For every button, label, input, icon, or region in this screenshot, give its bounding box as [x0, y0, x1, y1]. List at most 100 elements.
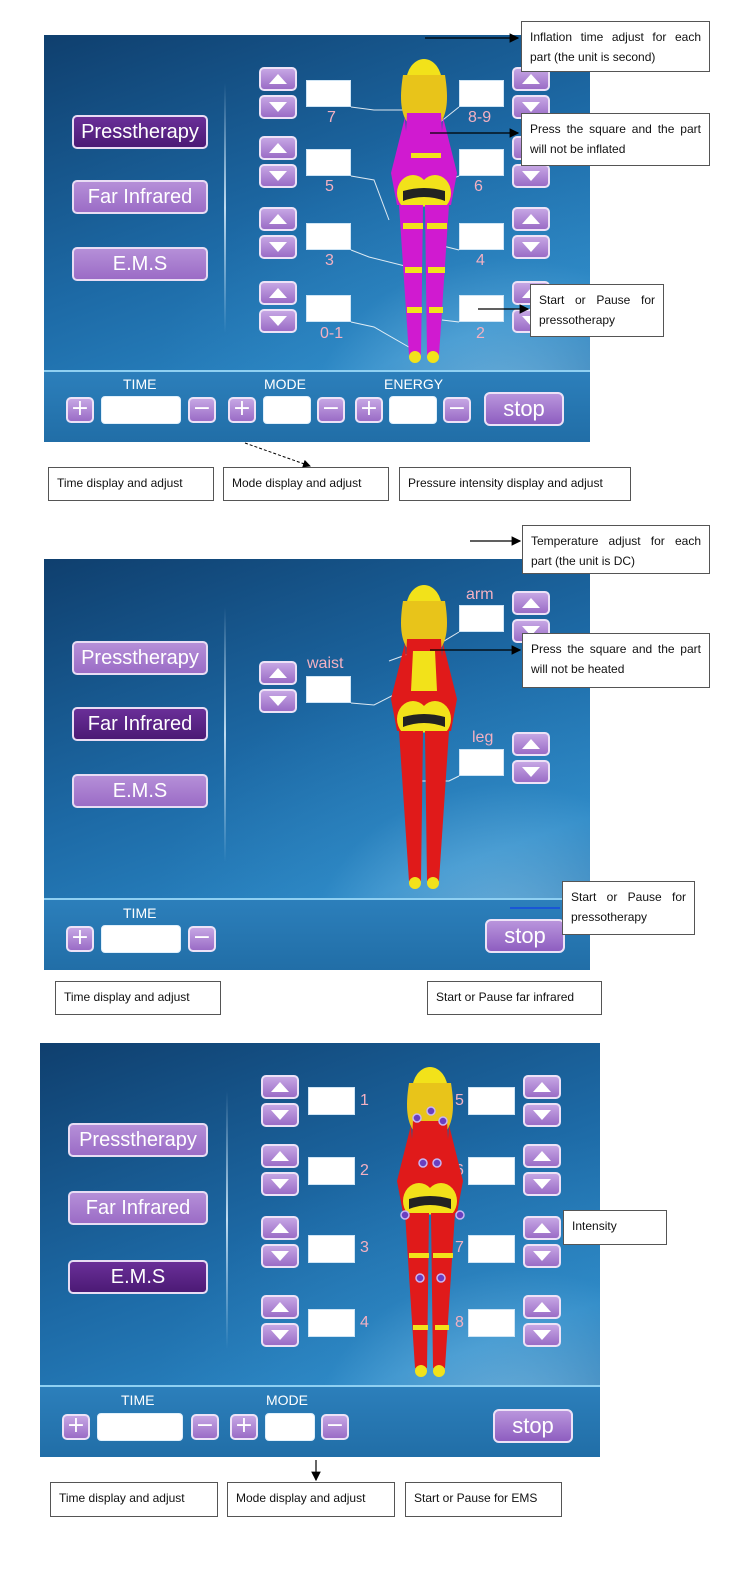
leg-box[interactable] — [459, 749, 504, 776]
time-plus-button[interactable]: + — [62, 1414, 90, 1440]
channel-4-down-button[interactable] — [261, 1323, 299, 1347]
zone-4-box[interactable] — [459, 223, 504, 250]
stop-button[interactable]: stop — [485, 919, 565, 953]
channel-2-up-button[interactable] — [261, 1144, 299, 1168]
zone-8-9-box[interactable] — [459, 80, 504, 107]
callout-start-pause-presso: Start or Pause for pressotherapy — [530, 284, 664, 337]
zone-3-down-button[interactable] — [259, 235, 297, 259]
zone-3-box[interactable] — [306, 223, 351, 250]
energy-display — [389, 396, 437, 424]
time-plus-button[interactable]: + — [66, 926, 94, 952]
energy-minus-button[interactable]: − — [443, 397, 471, 423]
zone-8-9-label: 8-9 — [468, 109, 492, 126]
channel-4-up-button[interactable] — [261, 1295, 299, 1319]
zone-5-box[interactable] — [306, 149, 351, 176]
zone-5-label: 5 — [325, 178, 334, 195]
channel-5-up-button[interactable] — [523, 1075, 561, 1099]
channel-2-box[interactable] — [308, 1157, 355, 1185]
zone-5-down-button[interactable] — [259, 164, 297, 188]
channel-1-label: 1 — [360, 1092, 369, 1109]
zone-0-1-label: 0-1 — [320, 325, 344, 342]
mode-plus-button[interactable]: + — [230, 1414, 258, 1440]
zone-7-label: 7 — [327, 109, 336, 126]
channel-7-down-button[interactable] — [523, 1244, 561, 1268]
zone-7-down-button[interactable] — [259, 95, 297, 119]
zone-0-1-down-button[interactable] — [259, 309, 297, 333]
channel-4-box[interactable] — [308, 1309, 355, 1337]
channel-1-down-button[interactable] — [261, 1103, 299, 1127]
menu-ems[interactable]: E.M.S — [72, 247, 208, 281]
zone-0-1-box[interactable] — [306, 295, 351, 322]
menu-ems[interactable]: E.M.S — [72, 774, 208, 808]
callout-start-pause-presso-2: Start or Pause for pressotherapy — [562, 881, 695, 935]
energy-plus-button[interactable]: + — [355, 397, 383, 423]
bottom-control-bar: TIME MODE ENERGY + − + − + − stop — [44, 370, 590, 442]
callout-ems: Start or Pause for EMS — [405, 1482, 562, 1517]
leg-down-button[interactable] — [512, 760, 550, 784]
callout-time-display-3: Time display and adjust — [50, 1482, 218, 1517]
arm-label: arm — [466, 586, 494, 603]
waist-label: waist — [307, 655, 344, 672]
mode-plus-button[interactable]: + — [228, 397, 256, 423]
channel-3-down-button[interactable] — [261, 1244, 299, 1268]
body-figure-far-infrared — [391, 585, 457, 889]
leg-up-button[interactable] — [512, 732, 550, 756]
menu-ems[interactable]: E.M.S — [68, 1260, 208, 1294]
stop-button[interactable]: stop — [484, 392, 564, 426]
waist-up-button[interactable] — [259, 661, 297, 685]
mode-minus-button[interactable]: − — [317, 397, 345, 423]
channel-7-up-button[interactable] — [523, 1216, 561, 1240]
waist-box[interactable] — [306, 676, 351, 703]
menu-presstherapy[interactable]: Presstherapy — [68, 1123, 208, 1157]
channel-6-down-button[interactable] — [523, 1172, 561, 1196]
channel-6-box[interactable] — [468, 1157, 515, 1185]
menu-presstherapy[interactable]: Presstherapy — [72, 115, 208, 149]
zone-0-1-up-button[interactable] — [259, 281, 297, 305]
waist-down-button[interactable] — [259, 689, 297, 713]
channel-8-label: 8 — [455, 1314, 464, 1331]
bottom-control-bar: TIME + − stop — [44, 898, 590, 970]
channel-8-down-button[interactable] — [523, 1323, 561, 1347]
far-infrared-panel: Presstherapy Far Infrared E.M.S waist ar… — [44, 559, 590, 970]
channel-3-up-button[interactable] — [261, 1216, 299, 1240]
channel-5-box[interactable] — [468, 1087, 515, 1115]
channel-3-box[interactable] — [308, 1235, 355, 1263]
time-label: TIME — [123, 376, 157, 392]
mode-minus-button[interactable]: − — [321, 1414, 349, 1440]
zone-6-box[interactable] — [459, 149, 504, 176]
time-minus-button[interactable]: − — [188, 397, 216, 423]
callout-pressure-intensity: Pressure intensity display and adjust — [399, 467, 631, 501]
channel-7-box[interactable] — [468, 1235, 515, 1263]
mode-label: MODE — [264, 376, 306, 392]
time-minus-button[interactable]: − — [191, 1414, 219, 1440]
zone-4-up-button[interactable] — [512, 207, 550, 231]
channel-5-down-button[interactable] — [523, 1103, 561, 1127]
zone-3-up-button[interactable] — [259, 207, 297, 231]
callout-intensity: Intensity — [563, 1210, 667, 1245]
channel-2-down-button[interactable] — [261, 1172, 299, 1196]
stop-button[interactable]: stop — [493, 1409, 573, 1443]
zone-7-box[interactable] — [306, 80, 351, 107]
bottom-control-bar: TIME MODE + − + − stop — [40, 1385, 600, 1457]
arm-box[interactable] — [459, 605, 504, 632]
zone-4-down-button[interactable] — [512, 235, 550, 259]
time-label: TIME — [121, 1392, 155, 1408]
zone-4-label: 4 — [476, 252, 485, 269]
channel-6-up-button[interactable] — [523, 1144, 561, 1168]
menu-far-infrared[interactable]: Far Infrared — [72, 180, 208, 214]
channel-7-label: 7 — [455, 1239, 464, 1256]
zone-7-up-button[interactable] — [259, 67, 297, 91]
time-minus-button[interactable]: − — [188, 926, 216, 952]
arm-up-button[interactable] — [512, 591, 550, 615]
zone-5-up-button[interactable] — [259, 136, 297, 160]
channel-8-box[interactable] — [468, 1309, 515, 1337]
channel-1-up-button[interactable] — [261, 1075, 299, 1099]
callout-time-display-1: Time display and adjust — [48, 467, 214, 501]
menu-far-infrared[interactable]: Far Infrared — [68, 1191, 208, 1225]
menu-far-infrared[interactable]: Far Infrared — [72, 707, 208, 741]
time-plus-button[interactable]: + — [66, 397, 94, 423]
channel-1-box[interactable] — [308, 1087, 355, 1115]
channel-8-up-button[interactable] — [523, 1295, 561, 1319]
menu-presstherapy[interactable]: Presstherapy — [72, 641, 208, 675]
channel-3-label: 3 — [360, 1239, 369, 1256]
